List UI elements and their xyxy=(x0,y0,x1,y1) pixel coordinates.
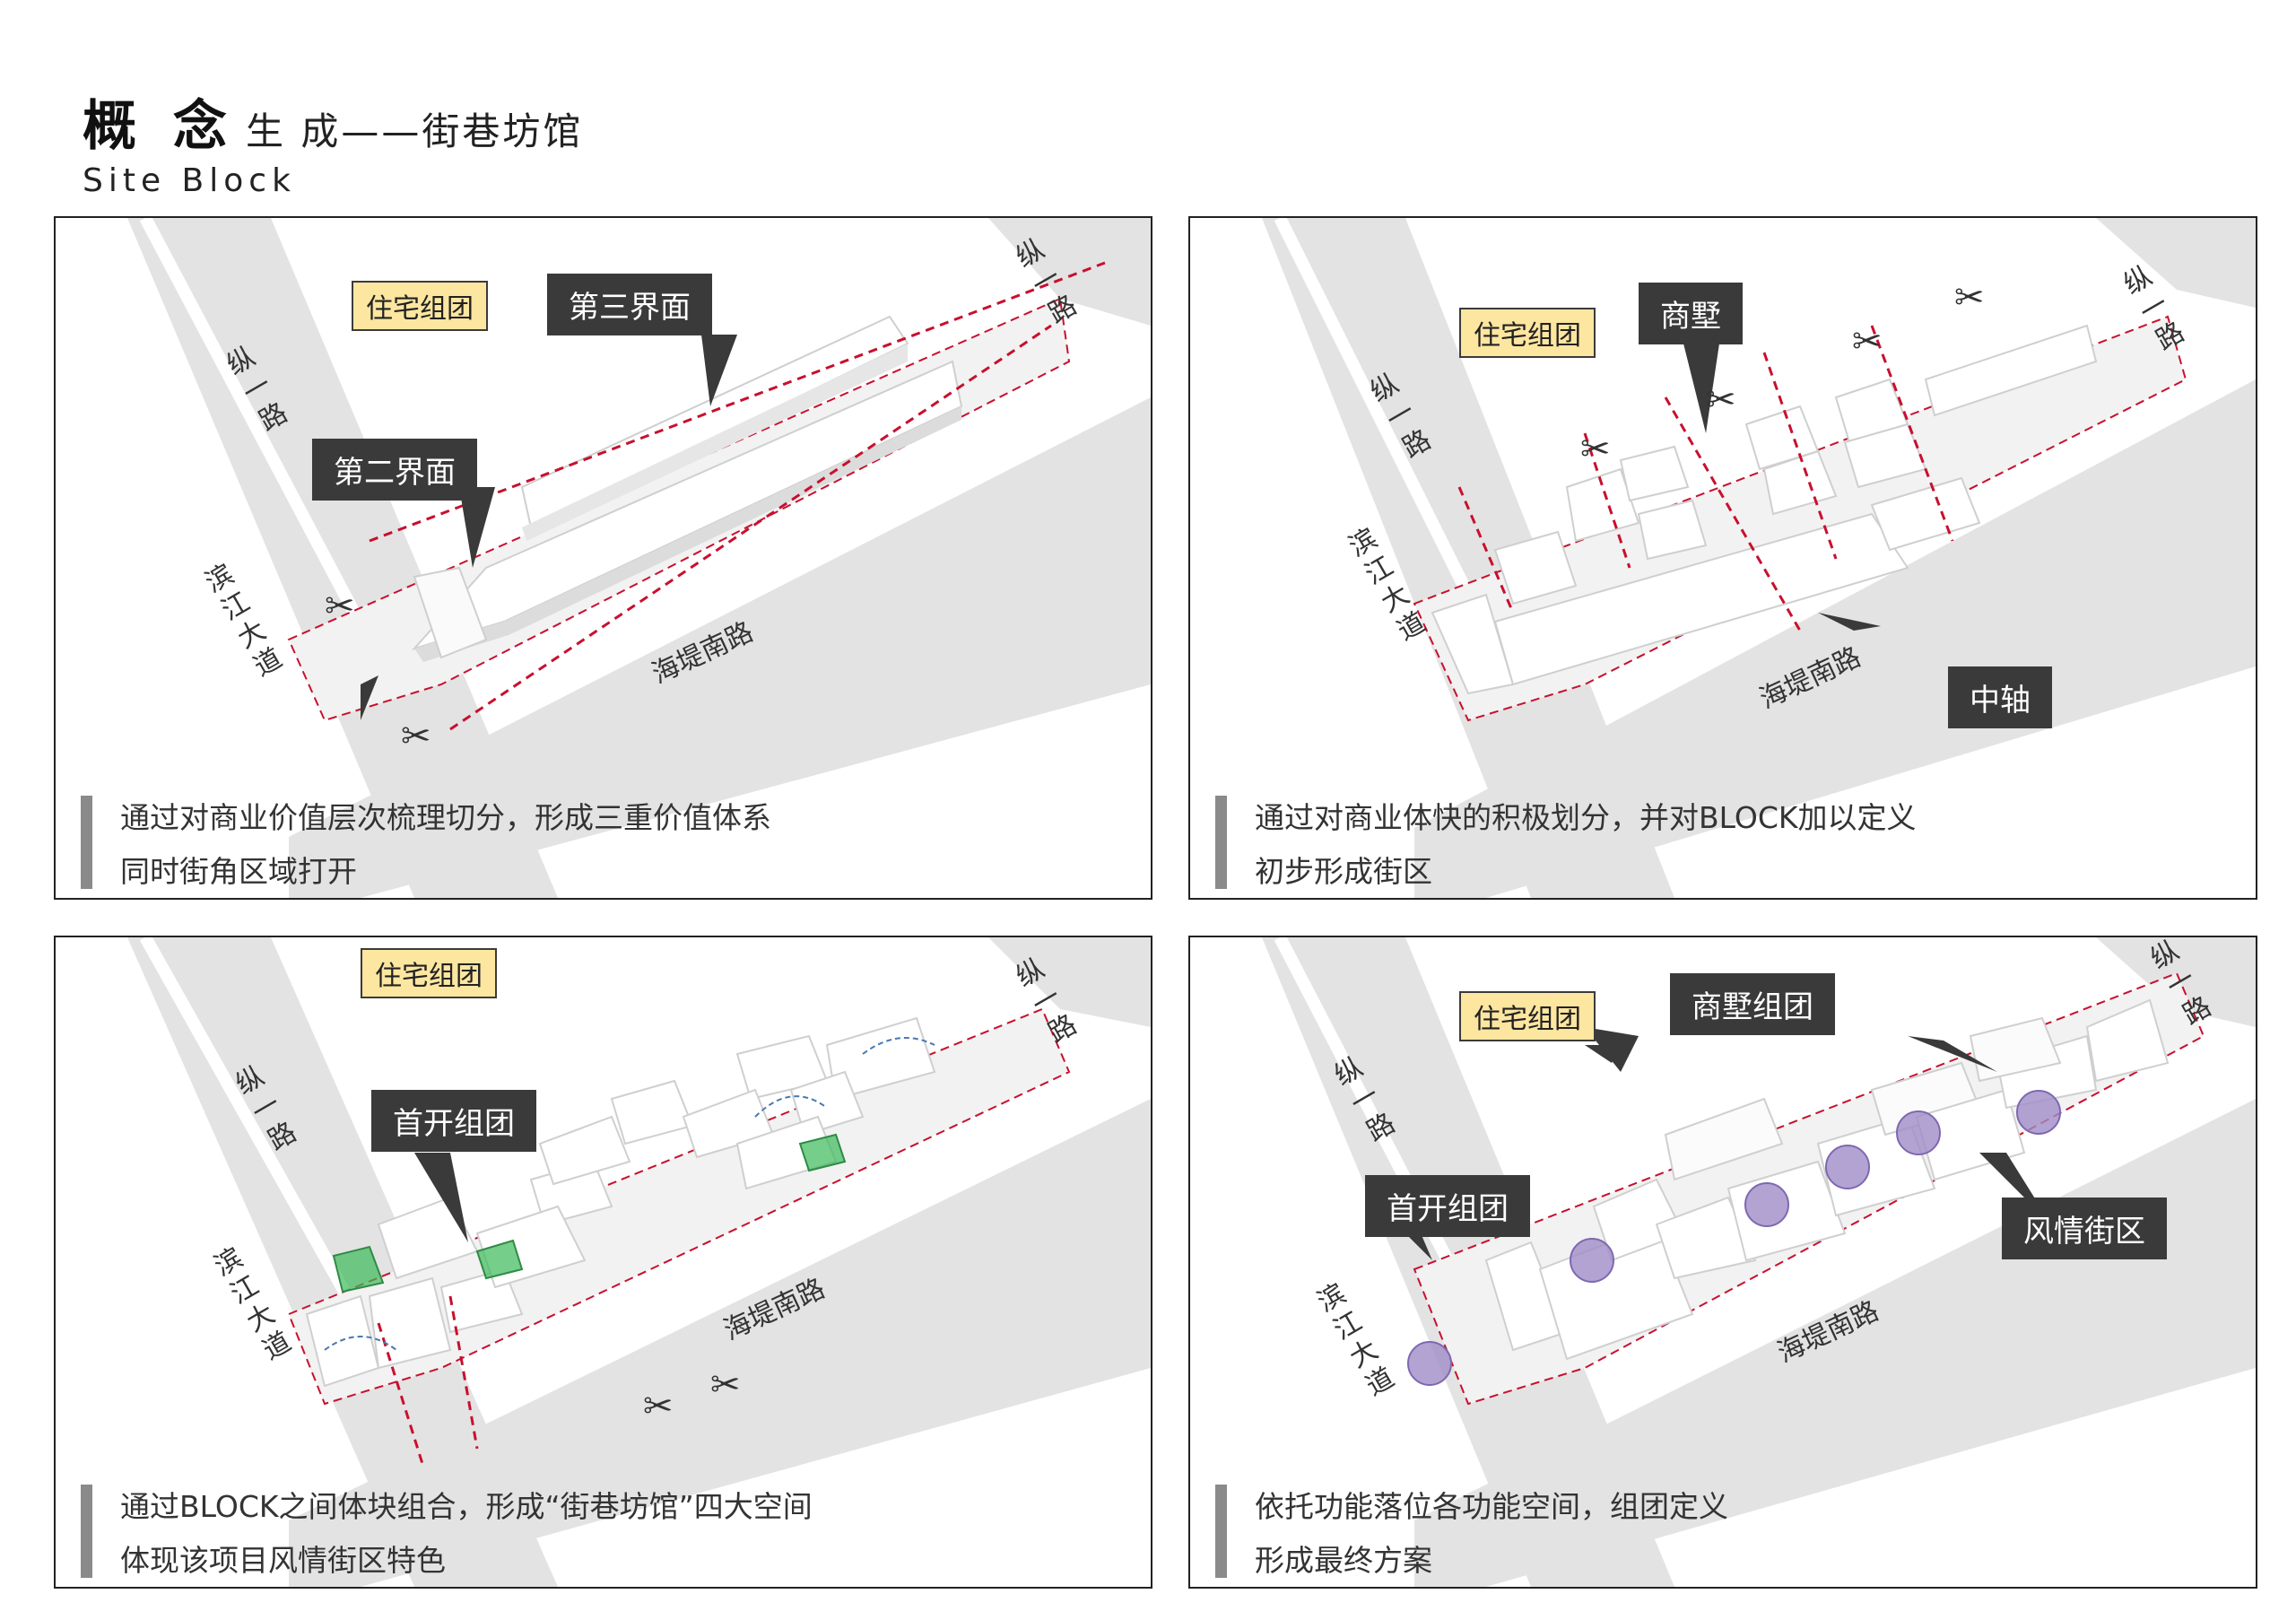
residential-tag: 住宅组团 xyxy=(361,948,497,998)
caption-bar xyxy=(1215,796,1227,889)
callout-first-group: 首开组团 xyxy=(1365,1175,1530,1237)
callout-first-group: 首开组团 xyxy=(371,1090,536,1152)
callout-style-street: 风情街区 xyxy=(2002,1198,2167,1259)
page-title: 概 念 xyxy=(83,95,236,158)
callout-villa-group: 商墅组团 xyxy=(1670,973,1835,1035)
panel-1: ✂ ✂ 住宅组团 第三界面 第二界面 纵一路 纵一路 滨江大道 海堤南路 通过对… xyxy=(54,216,1152,900)
caption-line: 初步形成街区 xyxy=(1255,854,1432,889)
caption-2: 通过对商业体快的积极划分，并对BLOCK加以定义 初步形成街区 xyxy=(1190,774,2256,898)
callout-villa: 商墅 xyxy=(1639,283,1743,344)
caption-bar xyxy=(81,1485,92,1578)
caption-line: 依托功能落位各功能空间，组团定义 xyxy=(1255,1489,1728,1524)
page-subtitle: 生 成——街巷坊馆 xyxy=(245,109,584,153)
caption-bar xyxy=(81,796,92,889)
caption-line: 同时街角区域打开 xyxy=(120,854,357,889)
page-header: 概 念 生 成——街巷坊馆 Site Block xyxy=(83,83,583,199)
residential-tag: 住宅组团 xyxy=(1459,308,1596,358)
scissors-icon: ✂ xyxy=(401,716,431,757)
panel-4: 住宅组团 商墅组团 首开组团 风情街区 纵一路 纵一路 滨江大道 海堤南路 依托… xyxy=(1188,936,2257,1589)
scissors-icon: ✂ xyxy=(643,1386,674,1427)
scissors-icon: ✂ xyxy=(1706,379,1736,421)
callout-second-interface: 第二界面 xyxy=(312,439,477,501)
caption-bar xyxy=(1215,1485,1227,1578)
residential-tag: 住宅组团 xyxy=(352,281,488,331)
caption-line: 通过BLOCK之间体块组合，形成“街巷坊馆”四大空间 xyxy=(120,1489,813,1524)
page-title-english: Site Block xyxy=(83,162,296,199)
scissors-icon: ✂ xyxy=(325,586,355,627)
residential-tag: 住宅组团 xyxy=(1459,991,1596,1041)
caption-line: 体现该项目风情街区特色 xyxy=(120,1543,446,1578)
scissors-icon: ✂ xyxy=(1852,321,1883,362)
caption-3: 通过BLOCK之间体块组合，形成“街巷坊馆”四大空间 体现该项目风情街区特色 xyxy=(56,1463,1151,1587)
site-map-2 xyxy=(1262,218,2256,898)
caption-line: 通过对商业体快的积极划分，并对BLOCK加以定义 xyxy=(1255,800,1917,835)
panel-3: ✂ ✂ 住宅组团 首开组团 纵一路 纵一路 滨江大道 海堤南路 通过BLOCK之… xyxy=(54,936,1152,1589)
callout-third-interface: 第三界面 xyxy=(547,274,712,335)
caption-line: 通过对商业价值层次梳理切分，形成三重价值体系 xyxy=(120,800,771,835)
site-map-3 xyxy=(127,937,1151,1587)
callout-axis: 中轴 xyxy=(1948,666,2052,728)
panel-2: ✂ ✂ ✂ ✂ 住宅组团 商墅 中轴 纵一路 纵一路 滨江大道 海堤南路 通过对… xyxy=(1188,216,2257,900)
scissors-icon: ✂ xyxy=(1954,277,1985,318)
scissors-icon: ✂ xyxy=(1580,429,1611,470)
site-map-1 xyxy=(127,218,1151,898)
caption-4: 依托功能落位各功能空间，组团定义 形成最终方案 xyxy=(1190,1463,2256,1587)
scissors-icon: ✂ xyxy=(710,1364,741,1406)
caption-line: 形成最终方案 xyxy=(1255,1543,1432,1578)
caption-1: 通过对商业价值层次梳理切分，形成三重价值体系 同时街角区域打开 xyxy=(56,774,1151,898)
